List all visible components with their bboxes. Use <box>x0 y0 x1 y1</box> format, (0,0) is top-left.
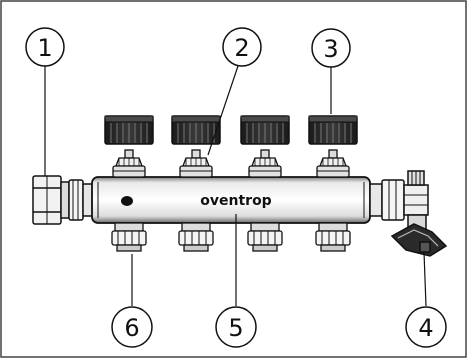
outlet-connector-3 <box>247 222 283 252</box>
valve-insert-4 <box>316 149 350 178</box>
right-fitting <box>369 170 429 221</box>
outlet-connector-4 <box>315 222 351 252</box>
drain-valve <box>390 214 448 257</box>
protection-cap-row <box>104 115 358 145</box>
callout-2-label: 2 <box>234 34 249 62</box>
callout-1: 1 <box>25 27 65 67</box>
callout-6-label: 6 <box>124 314 139 342</box>
brand-label: oventrop <box>200 193 271 209</box>
valve-insert-3 <box>248 149 282 178</box>
callout-3: 3 <box>311 28 351 68</box>
callout-4: 4 <box>405 306 447 348</box>
vent-hole <box>121 196 133 206</box>
callout-2: 2 <box>222 27 262 67</box>
protection-cap-1 <box>104 115 154 145</box>
outlet-connector-1 <box>111 222 147 252</box>
valve-insert-2 <box>179 149 213 178</box>
callout-5: 5 <box>215 306 257 348</box>
leader-lines <box>44 65 427 307</box>
outlet-connector-row <box>111 222 351 252</box>
protection-cap-4 <box>308 115 358 145</box>
outlet-connector-2 <box>178 222 214 252</box>
callout-3-label: 3 <box>323 35 338 63</box>
callout-4-label: 4 <box>418 314 433 342</box>
valve-insert-row <box>112 149 350 178</box>
callout-5-label: 5 <box>228 314 243 342</box>
valve-insert-1 <box>112 149 146 178</box>
protection-cap-2 <box>171 115 221 145</box>
leader-line-4 <box>423 251 427 307</box>
protection-cap-3 <box>240 115 290 145</box>
leader-line-2 <box>207 65 239 156</box>
callout-6: 6 <box>111 306 153 348</box>
left-union-fitting <box>32 175 94 225</box>
manifold-body: oventrop <box>91 176 371 224</box>
callout-1-label: 1 <box>37 34 52 62</box>
